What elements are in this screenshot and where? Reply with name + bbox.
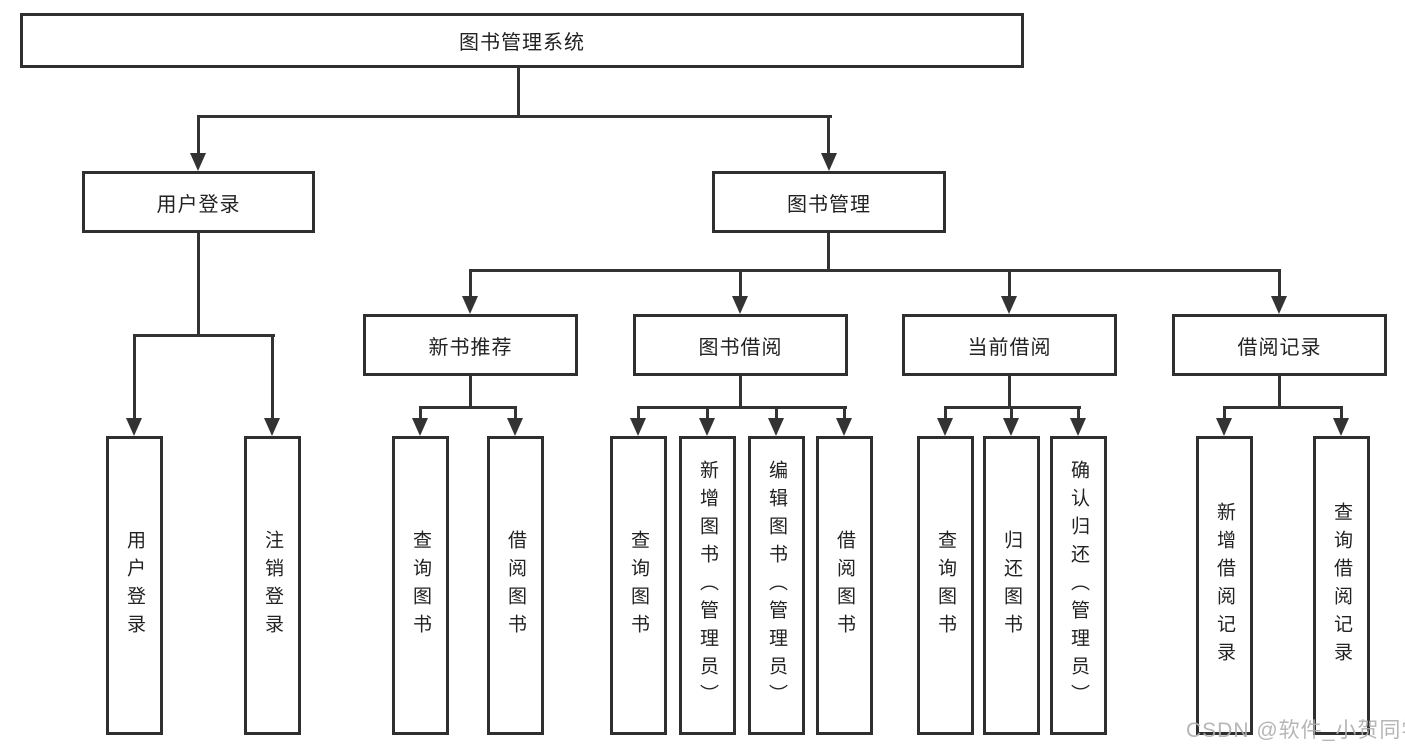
- connector-line: [469, 376, 472, 409]
- connector-line: [637, 406, 847, 409]
- leaf-user-login: 用户登录: [106, 436, 163, 735]
- connector-line: [197, 115, 200, 155]
- connector-line: [739, 269, 742, 299]
- leaf-label: 新增借阅记录: [1214, 501, 1235, 670]
- leaf-edit-books-admin: 编辑图书（管理员）: [748, 436, 805, 735]
- leaf-borrow-books-recommend: 借阅图书: [487, 436, 544, 735]
- leaf-borrow-books: 借阅图书: [816, 436, 873, 735]
- connector-line: [469, 269, 1281, 272]
- leaf-search-borrow-record: 查询借阅记录: [1313, 436, 1370, 735]
- leaf-search-books-borrowing: 查询图书: [610, 436, 667, 735]
- connector-line: [1008, 269, 1011, 299]
- arrow-down-icon: [1001, 296, 1017, 314]
- leaf-label: 查询借阅记录: [1331, 501, 1352, 670]
- node-current-borrowing: 当前借阅: [902, 314, 1117, 376]
- arrow-down-icon: [1003, 418, 1019, 436]
- connector-line: [827, 233, 830, 272]
- watermark: CSDN @软件_小贺同学: [1186, 719, 1405, 742]
- connector-line: [843, 406, 846, 420]
- arrow-down-icon: [507, 418, 523, 436]
- connector-line: [637, 406, 640, 420]
- arrow-down-icon: [190, 153, 206, 171]
- connector-line: [1340, 406, 1343, 420]
- arrow-down-icon: [1271, 296, 1287, 314]
- node-borrowing-records: 借阅记录: [1172, 314, 1387, 376]
- arrow-down-icon: [1216, 418, 1232, 436]
- connector-line: [514, 406, 517, 420]
- connector-line: [775, 406, 778, 420]
- connector-line: [197, 233, 200, 337]
- connector-line: [739, 376, 742, 409]
- leaf-label: 编辑图书（管理员）: [766, 459, 787, 712]
- connector-line: [1278, 269, 1281, 299]
- node-label: 新书推荐: [428, 336, 513, 359]
- leaf-label: 借阅图书: [834, 529, 855, 642]
- connector-line: [133, 334, 136, 420]
- connector-line: [1278, 376, 1281, 409]
- leaf-label: 借阅图书: [505, 529, 526, 642]
- connector-line: [1008, 376, 1011, 409]
- leaf-label: 归还图书: [1001, 529, 1022, 642]
- arrow-down-icon: [412, 418, 428, 436]
- leaf-add-borrow-record: 新增借阅记录: [1196, 436, 1253, 735]
- arrow-down-icon: [937, 418, 953, 436]
- connector-line: [827, 115, 830, 155]
- node-new-book-recommendation: 新书推荐: [363, 314, 578, 376]
- node-label: 用户登录: [156, 193, 241, 216]
- connector-line: [133, 334, 275, 337]
- connector-line: [197, 115, 832, 118]
- connector-line: [419, 406, 517, 409]
- connector-line: [1010, 406, 1013, 420]
- node-library-management-system: 图书管理系统: [20, 13, 1024, 68]
- arrow-down-icon: [732, 296, 748, 314]
- leaf-label: 用户登录: [124, 529, 145, 642]
- leaf-logout-login: 注销登录: [244, 436, 301, 735]
- connector-line: [1223, 406, 1343, 409]
- node-label: 当前借阅: [967, 336, 1052, 359]
- leaf-search-books-current: 查询图书: [917, 436, 974, 735]
- connector-line: [517, 68, 520, 118]
- arrow-down-icon: [126, 418, 142, 436]
- node-label: 图书借阅: [698, 336, 783, 359]
- node-user-login: 用户登录: [82, 171, 315, 233]
- arrow-down-icon: [1333, 418, 1349, 436]
- connector-line: [271, 334, 274, 420]
- arrow-down-icon: [836, 418, 852, 436]
- node-book-management: 图书管理: [712, 171, 946, 233]
- arrow-down-icon: [462, 296, 478, 314]
- leaf-label: 查询图书: [410, 529, 431, 642]
- leaf-search-books-recommend: 查询图书: [392, 436, 449, 735]
- leaf-label: 新增图书（管理员）: [697, 459, 718, 712]
- leaf-return-books: 归还图书: [983, 436, 1040, 735]
- leaf-label: 查询图书: [935, 529, 956, 642]
- connector-line: [1223, 406, 1226, 420]
- connector-line: [1077, 406, 1080, 420]
- arrow-down-icon: [768, 418, 784, 436]
- leaf-confirm-return-admin: 确认归还（管理员）: [1050, 436, 1107, 735]
- arrow-down-icon: [1070, 418, 1086, 436]
- arrow-down-icon: [821, 153, 837, 171]
- connector-line: [706, 406, 709, 420]
- connector-line: [469, 269, 472, 299]
- leaf-label: 注销登录: [262, 529, 283, 642]
- connector-line: [944, 406, 947, 420]
- leaf-label: 查询图书: [628, 529, 649, 642]
- node-book-borrowing: 图书借阅: [633, 314, 848, 376]
- connector-line: [419, 406, 422, 420]
- node-label: 图书管理系统: [459, 32, 585, 54]
- arrow-down-icon: [264, 418, 280, 436]
- arrow-down-icon: [630, 418, 646, 436]
- arrow-down-icon: [699, 418, 715, 436]
- node-label: 图书管理: [787, 193, 871, 216]
- leaf-add-books-admin: 新增图书（管理员）: [679, 436, 736, 735]
- leaf-label: 确认归还（管理员）: [1068, 459, 1089, 712]
- node-label: 借阅记录: [1237, 336, 1322, 359]
